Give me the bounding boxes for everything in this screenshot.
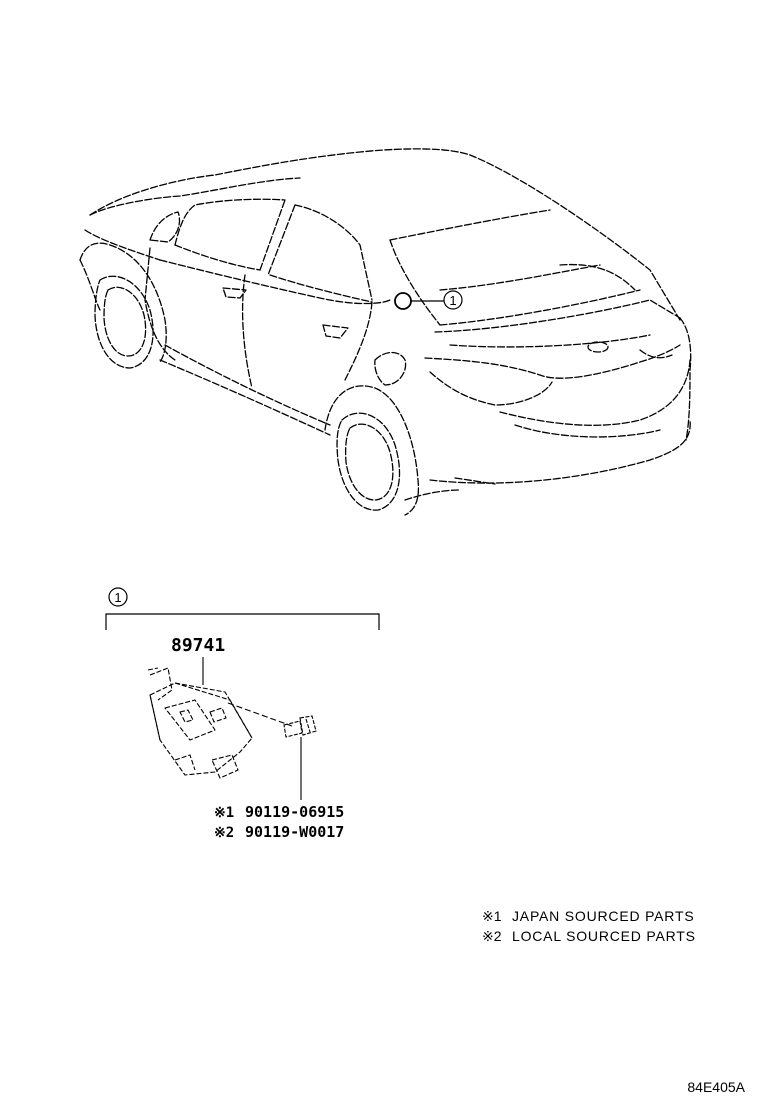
antenna-module-drawing <box>147 667 253 779</box>
antenna-location-marker <box>394 292 412 310</box>
bolt-mark-2: ※2 <box>214 825 234 841</box>
car-illustration <box>79 148 692 516</box>
note-mark-1: ※1 <box>482 908 502 924</box>
source-notes: ※1 JAPAN SOURCED PARTS ※2 LOCAL SOURCED … <box>482 908 696 944</box>
main-part-number: 89741 <box>171 635 225 656</box>
note-text-1: JAPAN SOURCED PARTS <box>512 908 694 924</box>
bolt-mark-1: ※1 <box>214 805 234 821</box>
group-bracket <box>105 613 380 630</box>
car-callout: 1 <box>394 290 463 310</box>
illustration-reference: 84E405A <box>687 1079 745 1095</box>
bolt-dashed-leader <box>227 702 293 727</box>
note-text-2: LOCAL SOURCED PARTS <box>512 928 696 944</box>
group-marker-number: 1 <box>114 590 121 605</box>
callout-circle <box>443 290 463 310</box>
bolt-part-number-2: 90119-W0017 <box>245 823 344 841</box>
group-marker-circle <box>108 587 128 607</box>
part-group: 1 89741 ※1 90119-06915 ※2 901 <box>105 587 380 841</box>
note-mark-2: ※2 <box>482 928 502 944</box>
bolt-drawing <box>283 715 317 738</box>
bolt-part-number-1: 90119-06915 <box>245 803 344 821</box>
callout-number: 1 <box>449 293 456 308</box>
